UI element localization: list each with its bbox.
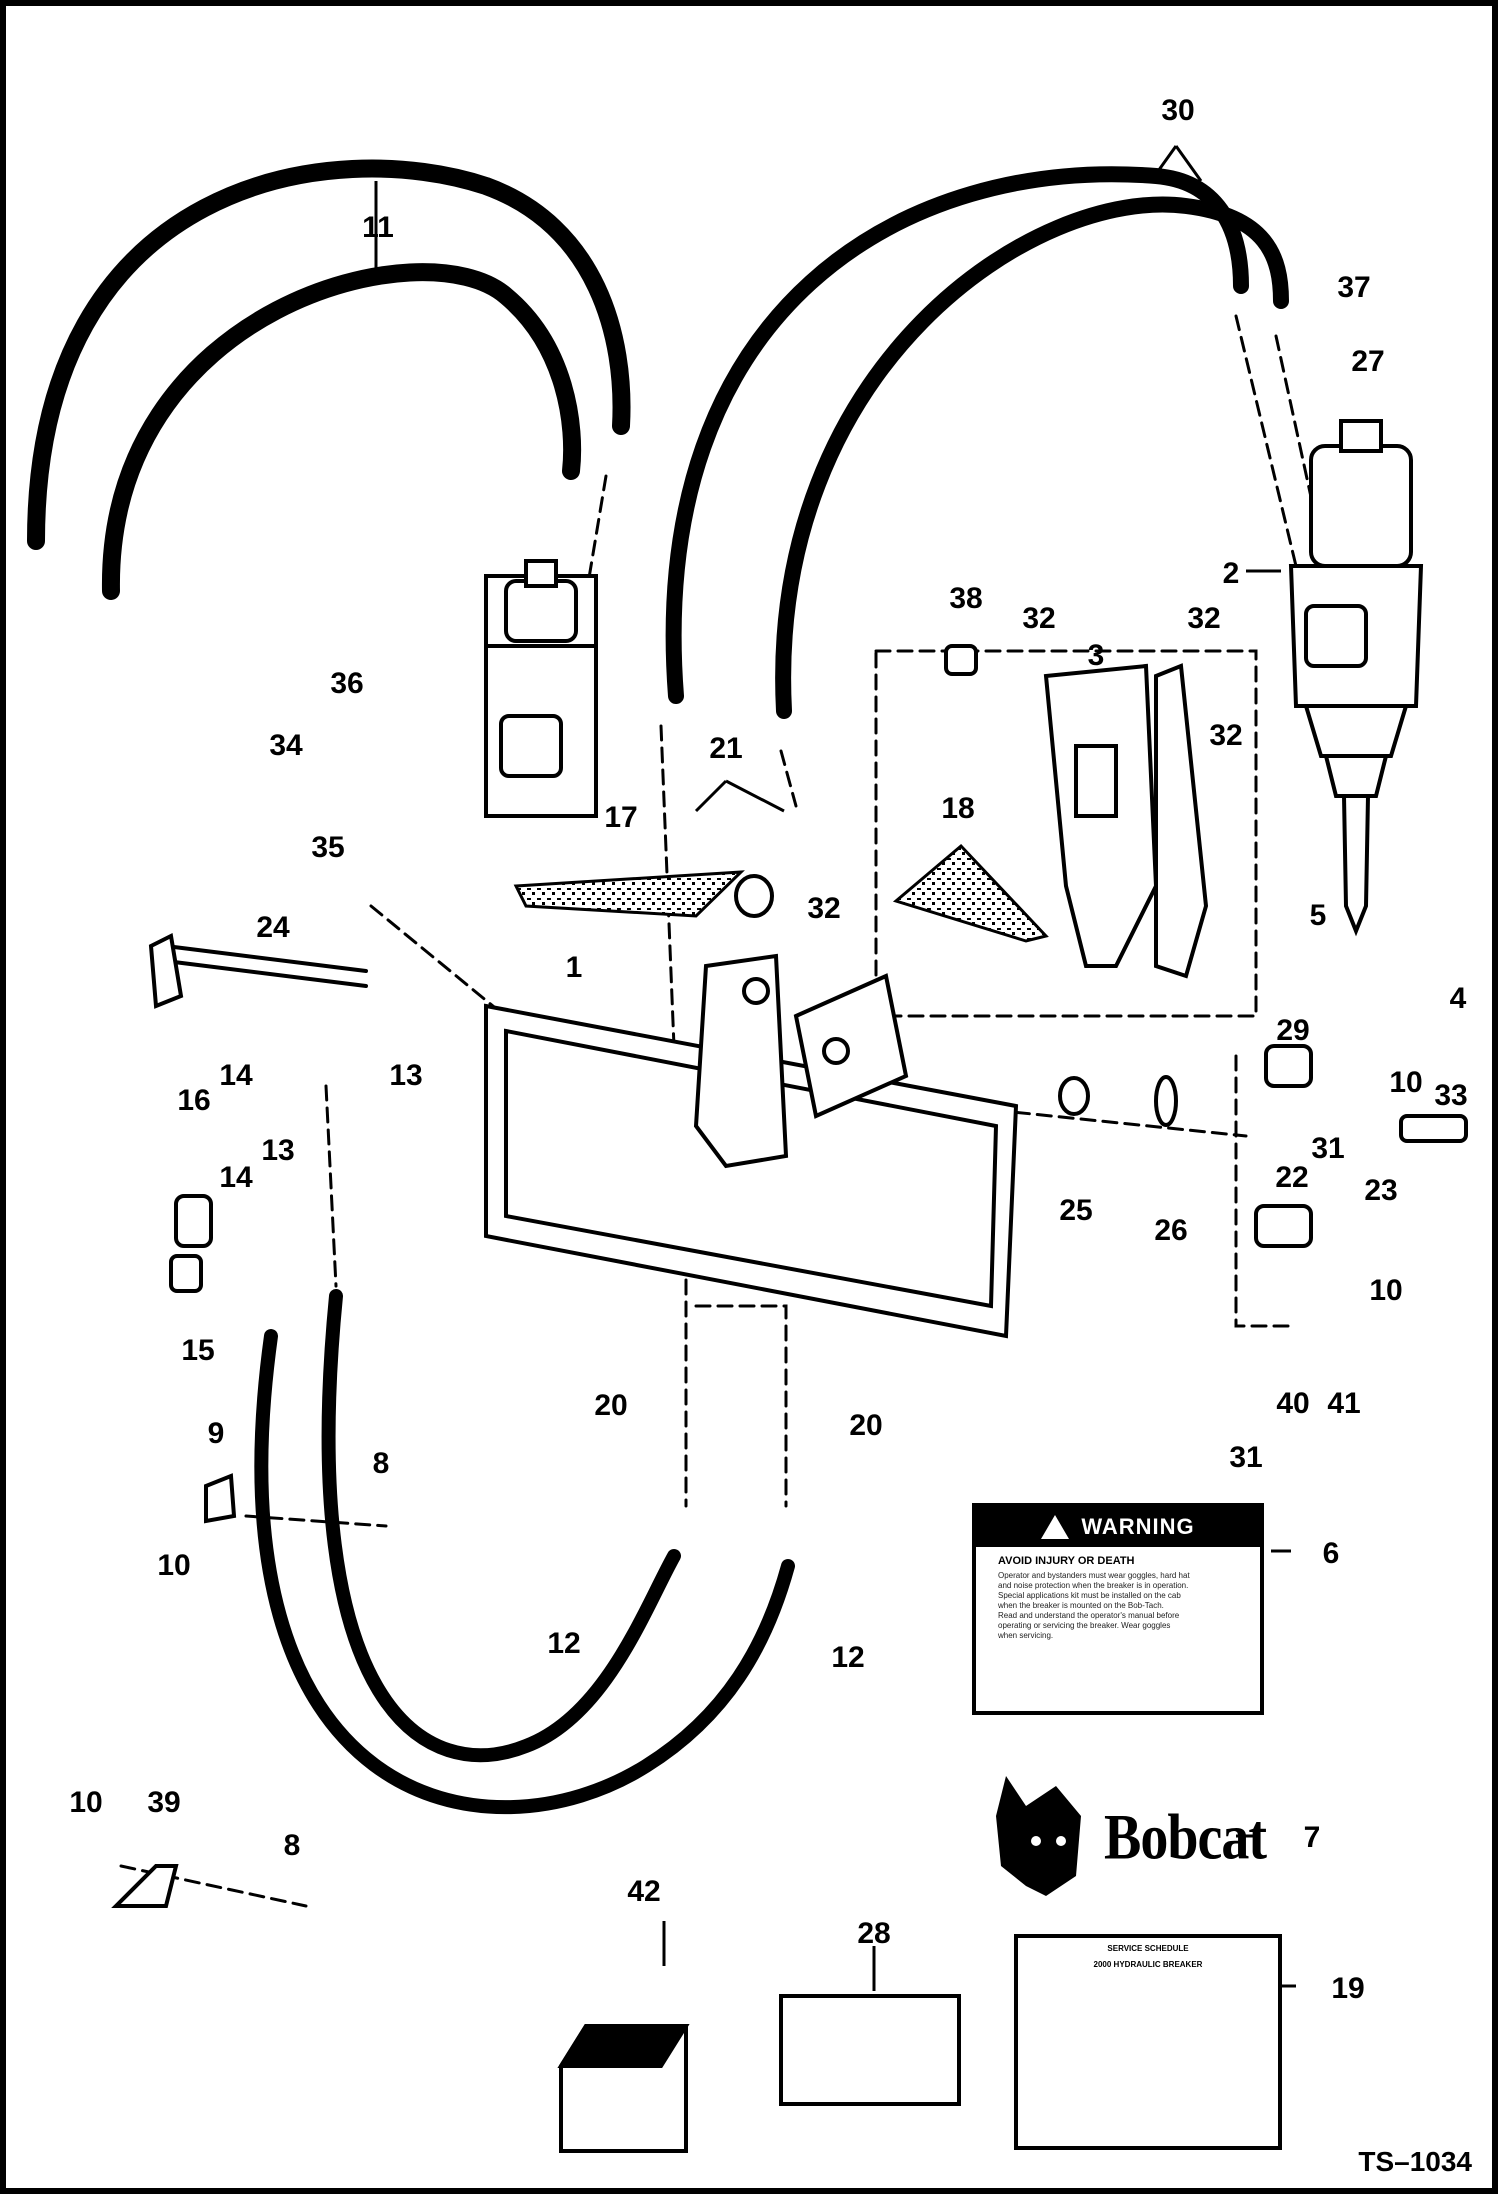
service-title-2: 2000 HYDRAULIC BREAKER: [1093, 1960, 1203, 1969]
warning-line: Special applications kit must be install…: [998, 1591, 1181, 1610]
callout-19: 19: [1331, 1972, 1365, 2005]
callout-18: 18: [941, 792, 975, 825]
bobcat-wordmark: Bobcat: [1104, 1802, 1267, 1874]
callout-10-a: 10: [1389, 1066, 1423, 1099]
hose-11-inner: [101, 263, 582, 600]
callout-22: 22: [1275, 1161, 1309, 1194]
callout-31-b: 31: [1229, 1441, 1263, 1474]
pin-24: [148, 933, 368, 1009]
callout-7: 7: [1303, 1821, 1321, 1854]
callout-28: 28: [857, 1917, 891, 1950]
shield-17: [513, 870, 745, 918]
callout-15: 15: [181, 1334, 215, 1367]
callout-4: 4: [1449, 982, 1467, 1015]
callout-39: 39: [147, 1786, 181, 1819]
callout-16: 16: [177, 1084, 211, 1117]
callout-24: 24: [256, 911, 290, 944]
callout-32-c: 32: [1209, 719, 1243, 752]
callout-34: 34: [269, 729, 303, 762]
callout-32-d: 32: [807, 892, 841, 925]
callout-12-a: 12: [547, 1627, 581, 1660]
callout-25: 25: [1059, 1194, 1093, 1227]
bracket-3: [1043, 663, 1209, 979]
callout-14-b: 14: [219, 1161, 253, 1194]
service-title-1: SERVICE SCHEDULE: [1107, 1944, 1189, 1953]
hose-30-a: [665, 166, 1249, 704]
callout-29: 29: [1276, 1014, 1310, 1047]
callout-10-d: 10: [69, 1786, 103, 1819]
callout-42: 42: [627, 1875, 661, 1908]
warning-subheading: AVOID INJURY OR DEATH: [998, 1555, 1135, 1567]
callout-17: 17: [604, 801, 638, 834]
callout-20-b: 20: [849, 1409, 883, 1442]
callout-13-a: 13: [389, 1059, 423, 1092]
callout-3: 3: [1087, 639, 1105, 672]
callout-8-a: 8: [372, 1447, 390, 1480]
hose-11-outer: [27, 159, 631, 550]
service-schedule-decal: SERVICE SCHEDULE 2000 HYDRAULIC BREAKER: [1014, 1934, 1282, 2150]
callout-14-a: 14: [219, 1059, 253, 1092]
callout-30: 30: [1161, 94, 1195, 127]
callout-10-b: 10: [1369, 1274, 1403, 1307]
callout-41: 41: [1327, 1387, 1361, 1420]
breaker-left: [484, 559, 598, 818]
warning-heading: WARNING: [1081, 1514, 1195, 1539]
tape-42: [557, 2024, 690, 2153]
breaker-2: [1288, 419, 1424, 937]
drawing-id: TS–1034: [1358, 2146, 1472, 2177]
callout-10-c: 10: [157, 1549, 191, 1582]
callout-32-a: 32: [1022, 602, 1056, 635]
warning-line: Read and understand the operator's manua…: [998, 1611, 1180, 1640]
callout-38: 38: [949, 582, 983, 615]
callout-27: 27: [1351, 345, 1385, 378]
warning-lines: Operator and bystanders must wear goggle…: [998, 1571, 1190, 1641]
warning-heading-bar: WARNING: [976, 1507, 1260, 1547]
callout-26: 26: [1154, 1214, 1188, 1247]
hose-12-left: [321, 1289, 681, 1763]
callout-40: 40: [1276, 1387, 1310, 1420]
callout-37: 37: [1337, 271, 1371, 304]
callout-11: 11: [362, 211, 394, 244]
callout-5: 5: [1309, 899, 1327, 932]
callout-13-b: 13: [261, 1134, 295, 1167]
callout-35: 35: [311, 831, 345, 864]
hose-30-b: [775, 196, 1289, 719]
hose-12-right: [254, 1329, 795, 1815]
callout-2: 2: [1222, 557, 1240, 590]
small-parts: [111, 644, 1468, 1908]
callout-20-a: 20: [594, 1389, 628, 1422]
callout-1: 1: [565, 951, 583, 984]
callout-36: 36: [330, 667, 364, 700]
mount-plate-1: [484, 953, 1019, 1339]
callout-31-a: 31: [1311, 1132, 1345, 1165]
callout-8-b: 8: [283, 1829, 301, 1862]
callout-33: 33: [1434, 1079, 1468, 1112]
callout-6: 6: [1322, 1537, 1340, 1570]
bobcat-logo-icon: [996, 1776, 1081, 1896]
callout-9: 9: [207, 1417, 225, 1450]
warning-decal: WARNING AVOID INJURY OR DEATH Operator a…: [972, 1503, 1264, 1715]
decal-28: [779, 1994, 961, 2106]
callout-32-b: 32: [1187, 602, 1221, 635]
parts-drawing: [27, 145, 1468, 2153]
shield-18: [892, 843, 1049, 943]
callout-23: 23: [1364, 1174, 1398, 1207]
warning-triangle-icon: [1041, 1515, 1070, 1539]
callout-21: 21: [709, 732, 743, 765]
warning-line: Operator and bystanders must wear goggle…: [998, 1571, 1190, 1590]
callout-12-b: 12: [831, 1641, 865, 1674]
